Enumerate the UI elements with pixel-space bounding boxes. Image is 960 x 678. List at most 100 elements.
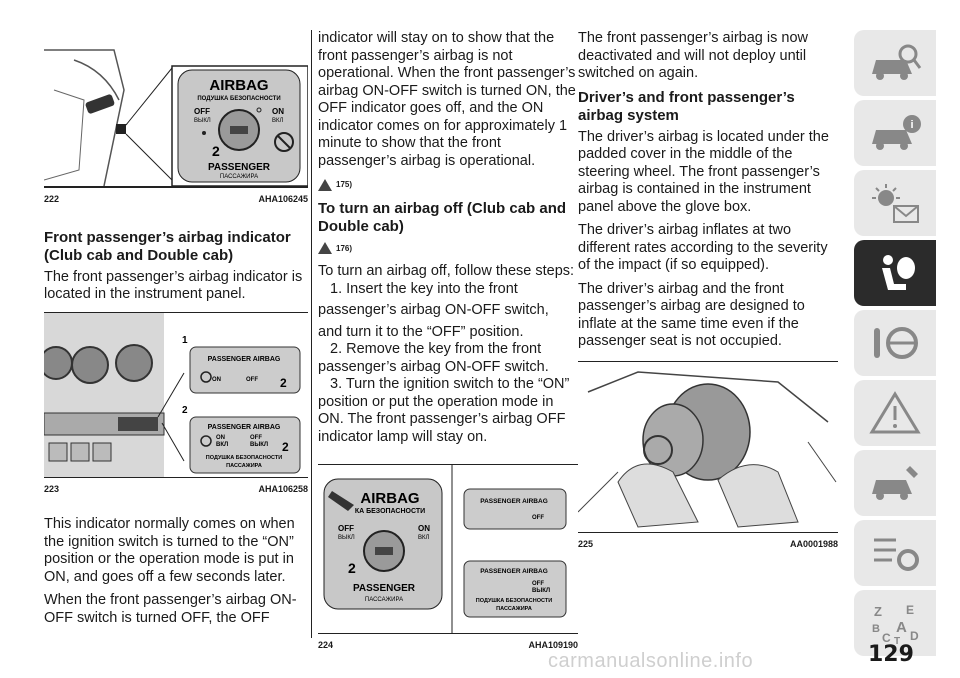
switch-subtitle: КА БЕЗОПАСНОСТИ xyxy=(355,508,425,515)
panel2-number: 2 xyxy=(282,440,289,454)
figure-222: AIRBAG ПОДУШКА БЕЗОПАСНОСТИ OFF ВЫКЛ ON … xyxy=(43,30,309,187)
index-letter: C xyxy=(882,631,891,645)
figure-224: AIRBAG КА БЕЗОПАСНОСТИ OFF ВЫКЛ ON ВКЛ 2… xyxy=(318,464,578,634)
section-heading: Driver’s and front passenger’s airbag sy… xyxy=(578,88,795,124)
paragraph: The front passenger’s airbag indicator i… xyxy=(44,268,303,303)
switch-on-label: ON xyxy=(272,107,284,116)
paragraph: The driver’s airbag and the front passen… xyxy=(578,280,805,350)
switch-off-ru: ВЫКЛ xyxy=(338,535,355,541)
switch-on-label: ON xyxy=(418,524,430,533)
figure-code: AHA109190 xyxy=(528,640,578,650)
switch-passenger: PASSENGER xyxy=(208,162,271,173)
figure-223: 1 2 PASSENGER AIRBAG ON OFF 2 PASSENGER … xyxy=(39,311,308,478)
paragraph: When the front passenger’s airbag ON-OFF… xyxy=(44,592,297,626)
step-3-line-a: 3. Turn the ignition switch to the “ON” xyxy=(330,376,570,392)
figure-222-caption: 222 AHA106245 xyxy=(44,187,308,209)
column-2: indicator will stay on to show that the … xyxy=(311,30,578,650)
dashboard-lights-icon[interactable] xyxy=(854,170,936,236)
figure-code: AA0001988 xyxy=(789,538,838,549)
index-letter: A xyxy=(896,619,907,636)
panel2-title: PASSENGER AIRBAG xyxy=(208,424,281,431)
panel1-off: OFF xyxy=(246,377,258,383)
switch-title: AIRBAG xyxy=(360,490,419,507)
panel1-number: 2 xyxy=(280,376,287,390)
panel2-sub1: ПОДУШКА БЕЗОПАСНОСТИ xyxy=(206,455,282,461)
warning-triangle-icon xyxy=(318,242,332,255)
instrument-panel-illustration: 1 2 PASSENGER AIRBAG ON OFF 2 PASSENGER … xyxy=(39,312,301,477)
watermark: carmanualsonline.info xyxy=(548,650,754,672)
step-2-line-b: passenger’s airbag ON-OFF switch. xyxy=(318,358,549,375)
warning-reference-176: 176) xyxy=(318,240,578,258)
paragraph: indicator will stay on to show that the … xyxy=(318,30,576,169)
airbag-switch-and-indicator-illustration: AIRBAG КА БЕЗОПАСНОСТИ OFF ВЫКЛ ON ВКЛ 2… xyxy=(323,465,567,633)
paragraph: The driver’s airbag inflates at two diff… xyxy=(578,222,828,273)
warning-triangle-icon xyxy=(318,178,332,191)
warning-reference-175: 175) xyxy=(318,176,578,194)
step-1-line-c: and turn it to the “OFF” position. xyxy=(318,323,524,340)
indicator-1-off: OFF xyxy=(532,515,544,521)
figure-number: 223 xyxy=(44,483,60,494)
svg-text:i: i xyxy=(910,119,913,131)
panel1-on: ON xyxy=(212,377,221,383)
step-2-line-a: 2. Remove the key from the front xyxy=(330,341,542,357)
index-letters-icon[interactable]: Z E B A C T D xyxy=(854,590,936,656)
switch-passenger-ru: ПАССАЖИРА xyxy=(365,597,403,603)
index-letter: E xyxy=(906,603,914,617)
panel1-title: PASSENGER AIRBAG xyxy=(208,356,281,363)
settings-list-icon[interactable] xyxy=(854,520,936,586)
panel2-on: ON xyxy=(216,435,225,441)
indicator-2-sub1: ПОДУШКА БЕЗОПАСНОСТИ xyxy=(476,598,552,604)
panel2-off: OFF xyxy=(250,435,262,441)
step-1-line-b: passenger’s airbag ON-OFF switch, xyxy=(318,302,549,318)
key-steering-icon[interactable] xyxy=(854,310,936,376)
paragraph: This indicator normally comes on when th… xyxy=(44,516,295,585)
panel2-off-ru: ВЫКЛ xyxy=(250,442,268,448)
airbag-seat-icon[interactable] xyxy=(854,240,936,306)
index-letter: T xyxy=(894,636,900,646)
indicator-1-title: PASSENGER AIRBAG xyxy=(480,498,548,505)
figure-224-caption: 224 AHA109190 xyxy=(318,634,578,655)
section-heading: To turn an airbag off (Club cab and Doub… xyxy=(318,199,567,235)
switch-off-label: OFF xyxy=(338,524,354,533)
figure-225 xyxy=(577,360,838,533)
section-heading: Front passenger’s airbag indicator (Club… xyxy=(44,228,291,264)
chapter-sidebar: i Z E B A C T D xyxy=(854,30,960,660)
figure-code: AHA106258 xyxy=(258,483,308,494)
indicator-2-off: OFF xyxy=(532,581,544,587)
figure-223-caption: 223 AHA106258 xyxy=(44,478,308,499)
index-letter: B xyxy=(872,623,880,635)
indicator-2-title: PASSENGER AIRBAG xyxy=(480,568,548,575)
switch-number: 2 xyxy=(348,560,356,576)
panel2-on-ru: ВКЛ xyxy=(216,442,228,448)
deployed-airbags-illustration xyxy=(577,370,837,528)
switch-subtitle: ПОДУШКА БЕЗОПАСНОСТИ xyxy=(197,96,280,102)
switch-passenger: PASSENGER xyxy=(353,583,416,594)
panel2-sub2: ПАССАЖИРА xyxy=(226,463,262,469)
column-1: AIRBAG ПОДУШКА БЕЗОПАСНОСТИ OFF ВЫКЛ ON … xyxy=(39,30,309,633)
figure-number: 222 xyxy=(44,194,60,204)
figure-code: AHA106245 xyxy=(258,194,308,204)
car-search-icon[interactable] xyxy=(854,30,936,96)
column-3: The front passenger’s airbag is now deac… xyxy=(577,30,838,554)
page-number: 129 xyxy=(868,642,914,667)
figure-225-caption: 225 AA0001988 xyxy=(578,533,838,554)
airbag-symbol-number: 2 xyxy=(212,143,220,159)
callout-1: 1 xyxy=(182,335,188,346)
switch-on-ru: ВКЛ xyxy=(272,118,283,124)
warning-road-icon[interactable] xyxy=(854,380,936,446)
figure-number: 224 xyxy=(318,640,334,650)
figure-number: 225 xyxy=(578,538,594,549)
paragraph: The front passenger’s airbag is now deac… xyxy=(578,30,808,81)
switch-on-ru: ВКЛ xyxy=(418,535,429,541)
car-info-icon[interactable]: i xyxy=(854,100,936,166)
indicator-2-sub2: ПАССАЖИРА xyxy=(496,606,532,612)
index-letter: Z xyxy=(874,604,882,619)
car-service-icon[interactable] xyxy=(854,450,936,516)
paragraph: The driver’s airbag is located under the… xyxy=(578,128,829,215)
airbag-switch-illustration: AIRBAG ПОДУШКА БЕЗОПАСНОСТИ OFF ВЫКЛ ON … xyxy=(43,49,309,187)
switch-off-ru: ВЫКЛ xyxy=(194,118,211,124)
callout-2: 2 xyxy=(182,405,188,416)
index-letter: D xyxy=(910,629,919,643)
indicator-2-off-ru: ВЫКЛ xyxy=(532,588,550,594)
switch-title: AIRBAG xyxy=(209,77,268,94)
